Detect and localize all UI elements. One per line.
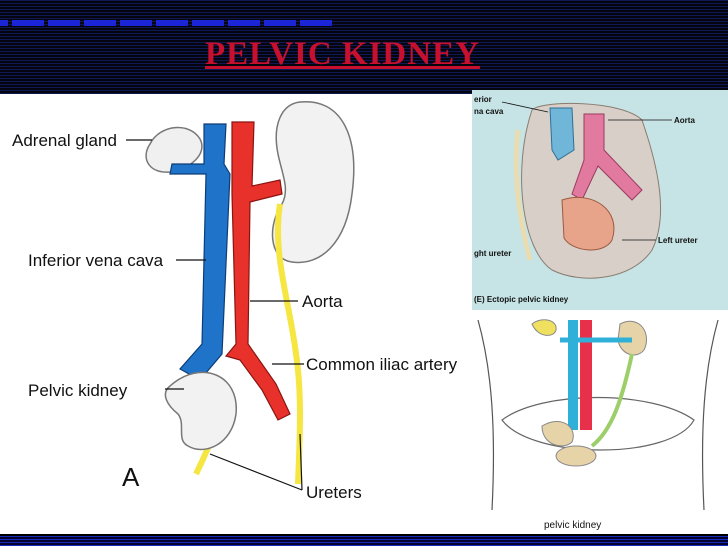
figure-e-panel: erior na cava Aorta ght ureter Left uret… [472, 90, 728, 310]
label-e-vena-cava: na cava [474, 107, 504, 116]
pelvic-kidney-shape [164, 371, 237, 451]
label-aorta: Aorta [302, 292, 343, 311]
aorta-shape [224, 121, 291, 421]
pelvic-kidney-shape-p [541, 420, 574, 447]
label-inferior-vena-cava: Inferior vena cava [28, 251, 164, 270]
panel-letter: A [122, 462, 140, 492]
right-kidney-shape [271, 101, 355, 264]
label-common-iliac-artery: Common iliac artery [306, 355, 458, 374]
ureter-shape-p [590, 353, 634, 448]
figure-p-panel: pelvic kidney [472, 310, 728, 534]
adrenal-gland-shape [145, 126, 203, 173]
aorta-shape-e [571, 113, 643, 201]
label-ureters: Ureters [306, 483, 362, 502]
pelvic-kidney-shape-e [561, 196, 615, 251]
label-pelvic-kidney: Pelvic kidney [28, 381, 128, 400]
label-e-ivc-top: erior [474, 95, 492, 104]
bladder-shape-p [555, 445, 597, 467]
footer-bar [0, 536, 728, 546]
figure-e-diagram: erior na cava Aorta ght ureter Left uret… [474, 95, 698, 304]
caption-p: pelvic kidney [544, 520, 601, 531]
aorta-shape-p [580, 320, 592, 430]
caption-e: (E) Ectopic pelvic kidney [474, 295, 569, 304]
figure-p-diagram: pelvic kidney [477, 319, 719, 531]
ureter-shape-e [513, 129, 533, 261]
ivc-shape [169, 123, 231, 381]
header-background [0, 0, 728, 98]
figure-a-panel: Adrenal gland Inferior vena cava Aorta C… [0, 94, 472, 534]
label-e-right-ureter: ght ureter [474, 249, 511, 258]
leader-ivc-e [501, 101, 549, 113]
slide-title: PELVIC KIDNEY [205, 36, 480, 72]
label-e-aorta: Aorta [674, 116, 695, 125]
adrenal-shape-p [531, 319, 557, 336]
label-adrenal-gland: Adrenal gland [12, 131, 117, 150]
pelvis-outline-p [501, 397, 695, 451]
ivc-shape-p [568, 320, 578, 430]
label-e-left-ureter: Left ureter [658, 236, 698, 245]
figure-a-diagram: Adrenal gland Inferior vena cava Aorta C… [12, 101, 458, 502]
ivc-shape-e [549, 107, 575, 161]
torso-outline [477, 319, 719, 511]
right-kidney-shape-p [617, 321, 647, 356]
leader-ureters [209, 433, 303, 491]
